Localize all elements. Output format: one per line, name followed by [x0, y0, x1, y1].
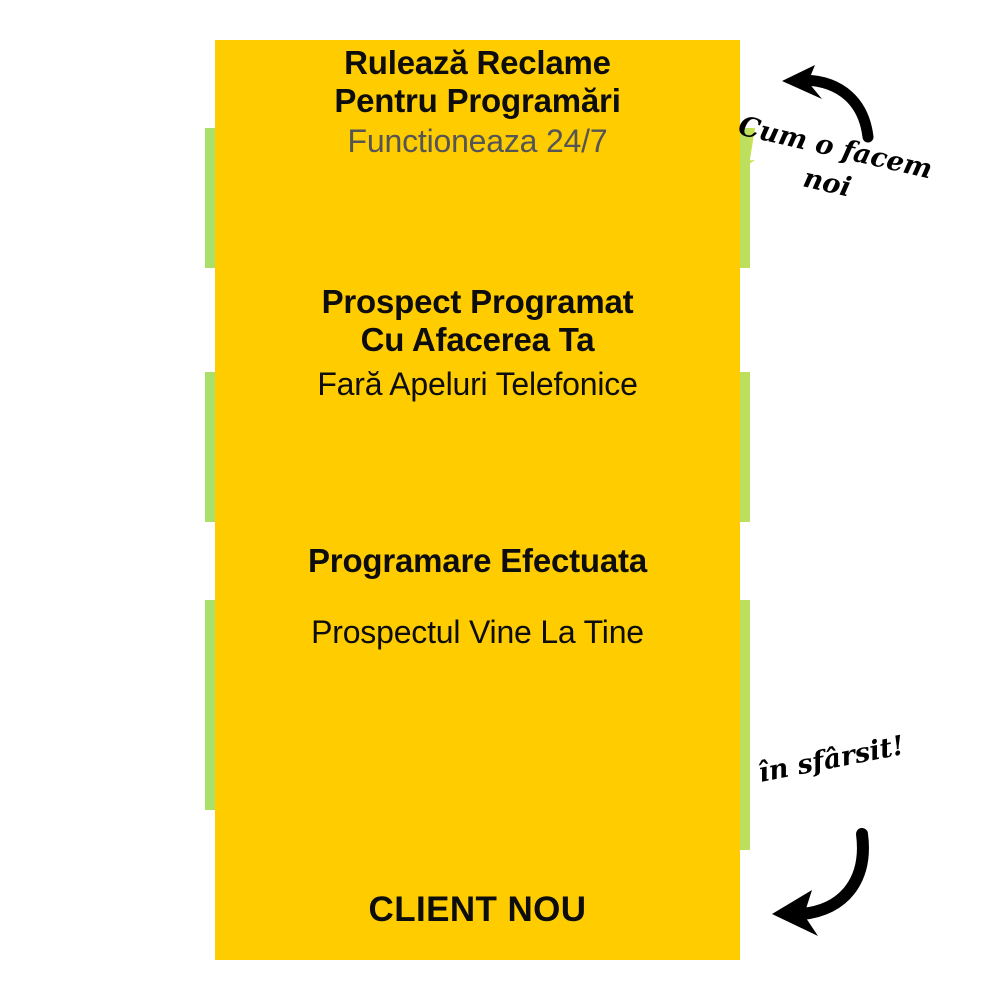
funnel-stage-3-subtitle: Prospectul Vine La Tine — [311, 613, 644, 650]
annotation-note-bottom: în sfârsit! — [755, 730, 907, 789]
funnel-stage-3: Programare Efectuata Prospectul Vine La … — [215, 542, 740, 651]
curved-arrow-left-icon — [782, 65, 874, 143]
funnel-stage-2-subtitle: Fară Apeluri Telefonice — [317, 366, 638, 403]
funnel-stage-1-title: Rulează Reclame Pentru Programări — [334, 44, 621, 119]
funnel-stage-1: Rulează Reclame Pentru Programări Functi… — [215, 44, 740, 161]
funnel-stage-2-title: Prospect Programat Cu Afacerea Ta — [321, 283, 634, 358]
funnel-stage-2: Prospect Programat Cu Afacerea Ta Fară A… — [215, 283, 740, 404]
funnel-yellow-panel — [215, 40, 740, 960]
funnel-outcome-label: CLIENT NOU — [368, 890, 587, 929]
funnel-stage-3-title: Programare Efectuata — [308, 542, 647, 579]
funnel-stage-1-subtitle: Functioneaza 24/7 — [347, 123, 608, 160]
curved-arrow-down-left-icon — [772, 828, 869, 936]
funnel-outcome: CLIENT NOU — [215, 890, 740, 930]
